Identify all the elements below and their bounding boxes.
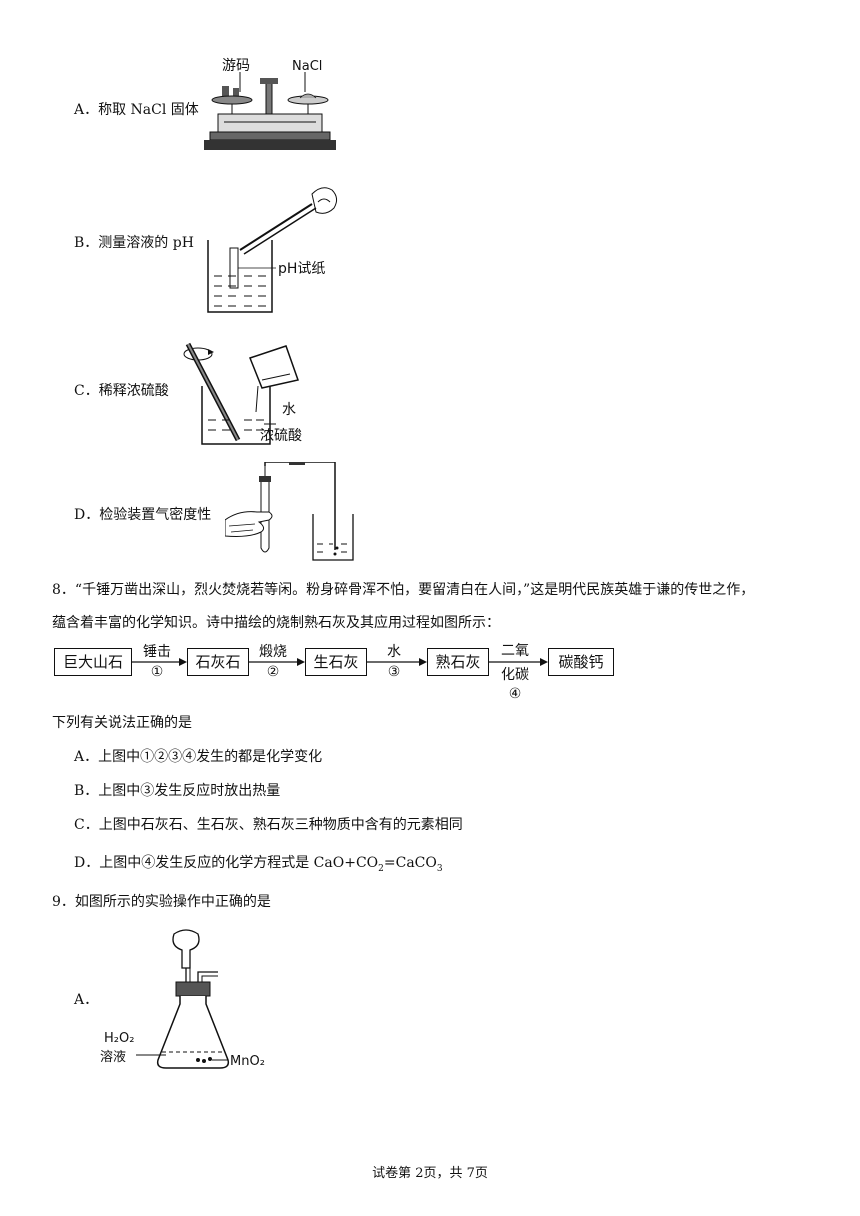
arrow-1-number: ① xyxy=(150,664,164,680)
acid-label: 浓硫酸 xyxy=(260,428,302,444)
question-8-stem-line1: 8．“千锤万凿出深山，烈火焚烧若等闲。粉身碎骨浑不怕，要留清白在人间，”这是明代… xyxy=(52,582,755,598)
option-7b: B．测量溶液的 pH xyxy=(74,235,194,251)
ph-test-figure: pH试纸 xyxy=(207,187,338,313)
flow-box-limestone: 石灰石 xyxy=(187,648,249,676)
weight-slider-label: 游码 xyxy=(222,58,250,74)
option-8d-sub1: 2 xyxy=(378,863,384,874)
h2o2-label: H₂O₂ xyxy=(104,1031,134,1046)
arrow-4-number: ④ xyxy=(508,686,522,702)
option-9a: A． xyxy=(74,992,99,1008)
question-8-prompt: 下列有关说法正确的是 xyxy=(52,715,192,731)
arrow-2-number: ② xyxy=(266,664,280,680)
flask-apparatus-figure: H₂O₂ 溶液 MnO₂ xyxy=(100,929,265,1069)
solution-label: 溶液 xyxy=(100,1050,126,1065)
option-8d-mid: =CaCO xyxy=(383,855,437,871)
arrow-4-label: 二氧 xyxy=(501,643,529,659)
option-8a: A．上图中①②③④发生的都是化学变化 xyxy=(74,749,323,765)
flow-box-calcium-carbonate: 碳酸钙 xyxy=(548,648,614,676)
arrow-3-number: ③ xyxy=(387,664,401,680)
arrow-2-head xyxy=(297,658,305,666)
arrow-4-label-line2: 化碳 xyxy=(501,667,529,683)
option-7a: A．称取 NaCl 固体 xyxy=(74,102,199,118)
flow-arrows xyxy=(132,658,548,666)
flow-box-quicklime: 生石灰 xyxy=(305,648,367,676)
option-8d-prefix: D．上图中④发生反应的化学方程式是 CaO+CO xyxy=(74,855,379,871)
option-7d: D．检验装置气密度性 xyxy=(74,507,212,523)
balance-figure: 游码 NaCl xyxy=(204,58,336,150)
option-8b: B．上图中③发生反应时放出热量 xyxy=(74,783,281,799)
nacl-label: NaCl xyxy=(292,59,322,74)
flow-box-slaked-lime: 熟石灰 xyxy=(427,648,489,676)
arrow-4-head xyxy=(540,658,548,666)
question-9-stem: 9．如图所示的实验操作中正确的是 xyxy=(52,894,271,910)
arrow-3-label: 水 xyxy=(387,644,401,660)
option-8d: D．上图中④发生反应的化学方程式是 CaO+CO2=CaCO3 xyxy=(74,853,443,879)
arrow-1-head xyxy=(179,658,187,666)
option-7c: C．稀释浓硫酸 xyxy=(74,383,169,399)
flow-box-mountain-rock: 巨大山石 xyxy=(54,648,132,676)
page-footer: 试卷第 2页，共 7页 xyxy=(372,1166,488,1181)
option-8c: C．上图中石灰石、生石灰、熟石灰三种物质中含有的元素相同 xyxy=(74,817,463,833)
water-label: 水 xyxy=(282,402,296,418)
arrow-1-label: 锤击 xyxy=(143,644,171,660)
option-8d-sub2: 3 xyxy=(436,863,443,874)
airtight-check-figure xyxy=(225,462,354,561)
question-8-stem-line2: 蕴含着丰富的化学知识。诗中描绘的烧制熟石灰及其应用过程如图所示： xyxy=(52,615,500,631)
arrow-2-label: 煅烧 xyxy=(259,644,287,660)
ph-paper-label: pH试纸 xyxy=(278,261,325,277)
dilute-acid-figure: 水 浓硫酸 xyxy=(183,342,302,445)
mno2-label: MnO₂ xyxy=(230,1054,265,1069)
arrow-3-head xyxy=(419,658,427,666)
